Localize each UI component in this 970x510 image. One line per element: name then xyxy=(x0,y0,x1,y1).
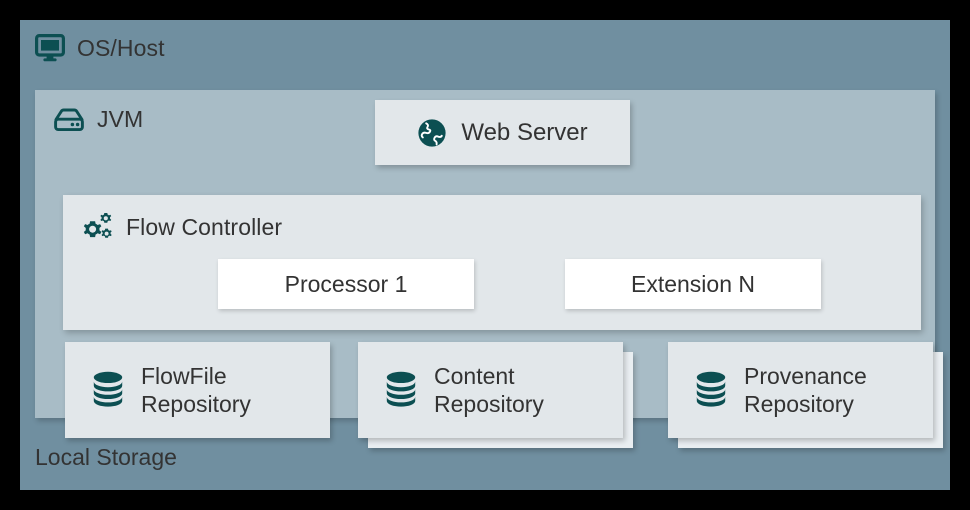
database-icon xyxy=(384,370,418,410)
repo-label-line2: Repository xyxy=(744,391,854,417)
local-storage-label: Local Storage xyxy=(35,444,177,470)
extension-n-label: Extension N xyxy=(630,270,755,297)
web-server-box[interactable]: Web Server xyxy=(375,100,630,165)
globe-icon xyxy=(417,118,447,148)
repo-label-line1: Content xyxy=(434,362,515,389)
flowfile-repository-label: FlowFile Repository xyxy=(141,362,251,418)
gears-icon xyxy=(80,211,114,243)
web-server-label: Web Server xyxy=(461,118,588,146)
extension-n-box[interactable]: Extension N xyxy=(565,259,821,309)
provenance-repository-card[interactable]: Provenance Repository xyxy=(668,342,943,448)
flow-controller-container: Flow Controller Processor 1 Extension N xyxy=(63,195,921,330)
repo-label-line2: Repository xyxy=(141,391,251,417)
content-repository-card[interactable]: Content Repository xyxy=(358,342,633,448)
provenance-repository-label: Provenance Repository xyxy=(744,362,867,418)
database-icon xyxy=(91,370,125,410)
flow-controller-header: Flow Controller xyxy=(80,211,282,243)
repo-label-line1: Provenance xyxy=(744,362,867,389)
processor-1-box[interactable]: Processor 1 xyxy=(218,259,474,309)
repo-label-line1: FlowFile xyxy=(141,362,227,389)
os-host-label: OS/Host xyxy=(77,34,165,61)
processor-1-label: Processor 1 xyxy=(284,270,408,297)
flowfile-repository-card[interactable]: FlowFile Repository xyxy=(65,342,330,438)
content-repository-label: Content Repository xyxy=(434,362,544,418)
flow-controller-label: Flow Controller xyxy=(126,213,283,240)
repo-label-line2: Repository xyxy=(434,391,544,417)
monitor-icon xyxy=(35,34,65,62)
server-icon xyxy=(53,108,85,132)
os-host-header: OS/Host xyxy=(35,34,165,62)
database-icon xyxy=(694,370,728,410)
os-host-container: OS/Host JVM xyxy=(20,20,950,490)
jvm-label: JVM xyxy=(97,106,144,132)
jvm-header: JVM xyxy=(53,106,143,133)
